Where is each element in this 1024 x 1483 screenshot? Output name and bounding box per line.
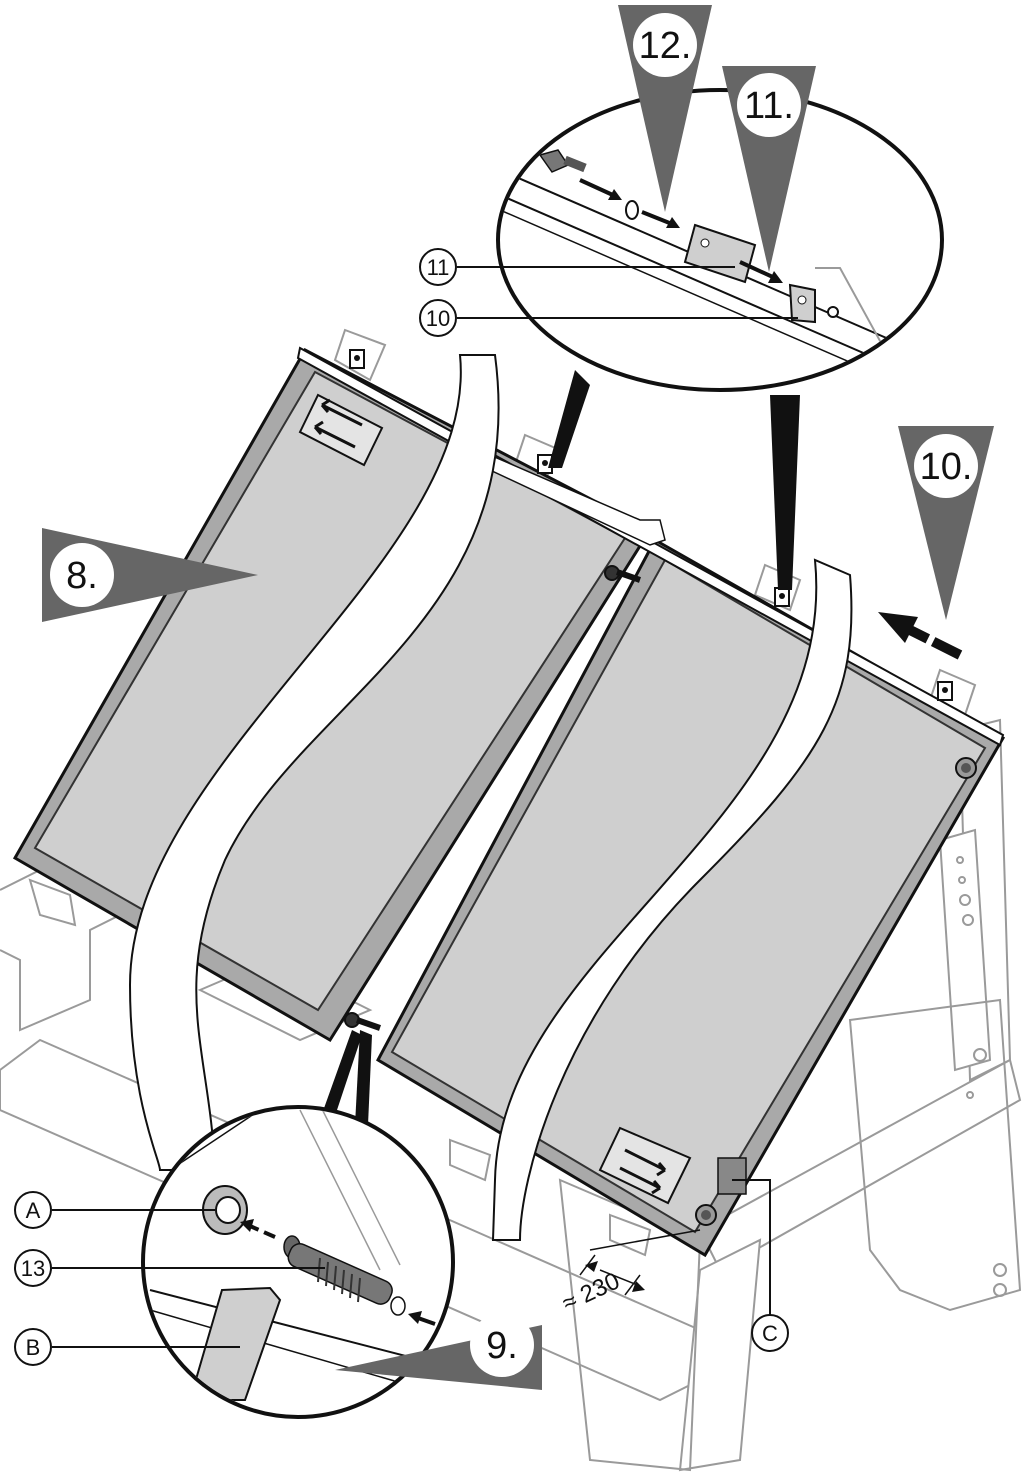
callout-13-label: 13	[21, 1256, 45, 1281]
callout-B: B	[14, 1328, 240, 1366]
step-8-marker: 8.	[42, 528, 258, 622]
callout-13: 13	[14, 1249, 325, 1287]
callout-C-label: C	[762, 1321, 778, 1346]
callout-A: A	[14, 1191, 215, 1229]
step-11-label: 11.	[744, 85, 794, 127]
connector-top	[604, 565, 641, 583]
callout-10-label: 10	[426, 306, 450, 331]
callout-11-label: 11	[427, 255, 450, 280]
callout-10: 10	[419, 299, 798, 337]
step-12-marker: 12.	[618, 5, 712, 212]
flow-direction-label-left	[298, 393, 384, 467]
step-9-label: 9.	[486, 1325, 518, 1367]
step-8-label: 8.	[66, 555, 98, 597]
callout-A-label: A	[26, 1198, 41, 1223]
step-10-marker: 10.	[898, 426, 994, 620]
step-10-label: 10.	[920, 446, 973, 488]
clamp-3	[774, 587, 790, 607]
callout-C: C	[732, 1179, 789, 1352]
sensor-well	[717, 1157, 747, 1195]
callout-11: 11	[419, 248, 735, 286]
flow-direction-label-right	[598, 1126, 692, 1205]
step-11-marker: 11.	[722, 66, 816, 272]
step-9-marker: 9.	[335, 1313, 542, 1390]
port-right-bottom	[695, 1204, 717, 1226]
connector-bottom	[344, 1012, 381, 1031]
port-right-top	[955, 757, 977, 779]
callout-B-label: B	[26, 1335, 41, 1360]
step-12-label: 12.	[639, 25, 692, 67]
detail-callout-top	[496, 88, 944, 590]
slide-arrow	[878, 612, 963, 660]
clamp-4	[937, 681, 953, 701]
clamp-1	[349, 349, 365, 369]
connector-13	[283, 1235, 406, 1316]
